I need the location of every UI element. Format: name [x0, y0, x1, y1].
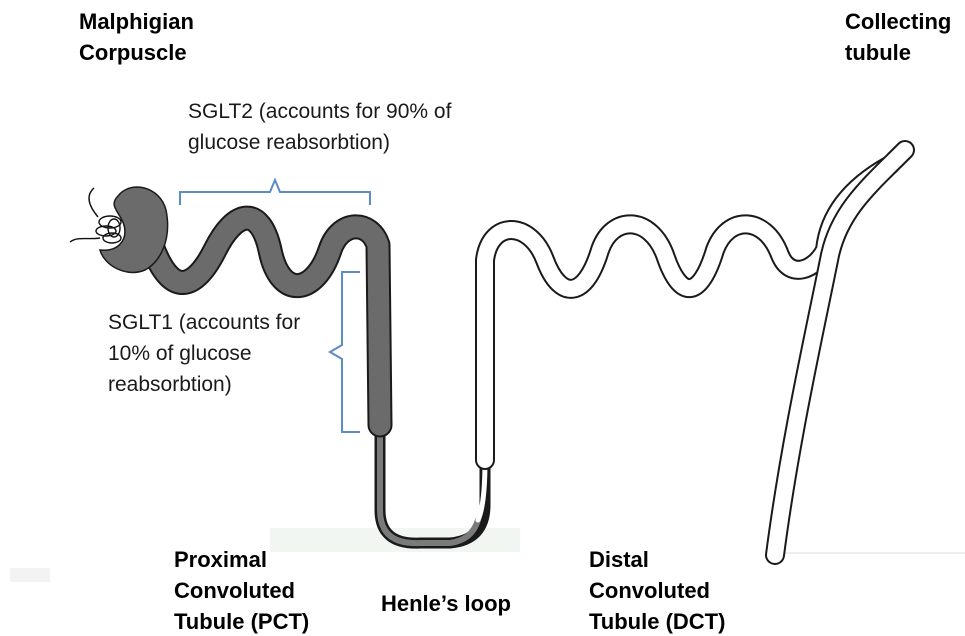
malphigian-corpuscle-label: Malphigian Corpuscle: [79, 6, 194, 68]
henle-loop-outline: [380, 425, 485, 543]
dct-label: Distal Convoluted Tubule (DCT): [589, 544, 725, 636]
sglt2-bracket: [180, 180, 370, 205]
pct-label: Proximal Convoluted Tubule (PCT): [174, 544, 309, 636]
henle-loop-label: Henle’s loop: [381, 588, 511, 619]
dct-tubule-outline: [485, 165, 890, 460]
henle-loop-descending: [380, 425, 478, 543]
collecting-tubule: [775, 150, 905, 555]
paper-smudge-left: [10, 568, 50, 582]
sglt1-label: SGLT1 (accounts for 10% of glucose reabs…: [108, 307, 300, 400]
glomerulus: [70, 188, 121, 243]
sglt1-bracket: [330, 272, 360, 432]
sglt2-label: SGLT2 (accounts for 90% of glucose reabs…: [188, 96, 451, 158]
bowmans-capsule: [100, 187, 168, 272]
collecting-tubule-label: Collecting tubule: [845, 6, 951, 68]
